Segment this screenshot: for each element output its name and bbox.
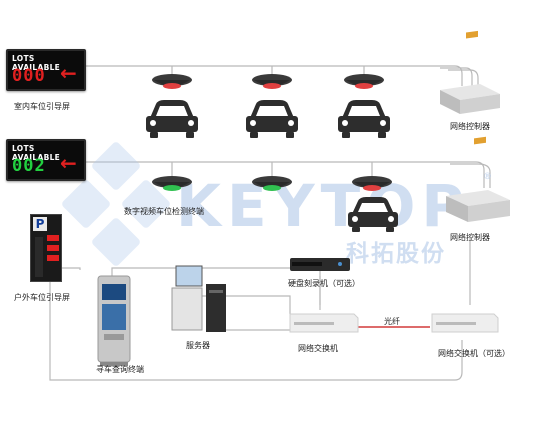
watermark-chinese: 科拓股份 xyxy=(346,241,446,267)
kiosk-label: 寻车查询终端 xyxy=(96,365,144,374)
dvr-icon xyxy=(290,258,350,271)
indoor-sign-count: 000 xyxy=(12,66,46,86)
server-icon xyxy=(171,265,226,332)
controller-bottom-icon xyxy=(446,136,510,222)
switch-optional-label: 网络交换机（可选） xyxy=(438,349,510,358)
controller-bottom-label: 网络控制器 xyxy=(450,233,490,242)
indoor-sign-header: LOTS AVAILABLE xyxy=(12,54,61,72)
lower-sign-count: 002 xyxy=(12,156,46,176)
server-label: 服务器 xyxy=(186,341,210,350)
lower-guidance-sign: LOTS AVAILABLE 002 ← xyxy=(6,139,86,181)
outdoor-guide-label: 户外车位引导屏 xyxy=(14,293,70,302)
switch-main-icon xyxy=(289,313,359,333)
sensor-1-icon xyxy=(152,74,192,89)
watermark-logo-icon xyxy=(62,142,170,266)
car-3-icon xyxy=(338,100,390,138)
fiber-label: 光纤 xyxy=(384,317,400,326)
lower-sign-header: LOTS AVAILABLE xyxy=(12,144,61,162)
kiosk-icon xyxy=(97,275,131,366)
switch-main-label: 网络交换机 xyxy=(298,344,338,353)
camera-detector-label: 数字视频车位检测终端 xyxy=(124,207,204,216)
indoor-sign-arrow-icon: ← xyxy=(60,61,77,85)
sensor-2-icon xyxy=(252,74,292,89)
controller-top-icon xyxy=(440,30,500,114)
sensor-4-icon xyxy=(152,176,192,191)
car-1-icon xyxy=(146,100,198,138)
sensor-5-icon xyxy=(252,176,292,191)
car-2-icon xyxy=(246,100,298,138)
car-4-icon xyxy=(348,197,398,232)
sensor-6-icon xyxy=(352,176,392,191)
outdoor-guidance-totem: P xyxy=(30,214,62,282)
middle-bus-line xyxy=(83,161,485,188)
lower-sign-arrow-icon: ← xyxy=(60,151,77,175)
watermark-registered-mark: ® xyxy=(483,172,492,182)
sensor-3-icon xyxy=(344,74,384,89)
totem-parking-icon: P xyxy=(33,217,47,231)
indoor-guide-label: 室内车位引导屏 xyxy=(14,102,70,111)
indoor-guidance-sign: LOTS AVAILABLE 000 ← xyxy=(6,49,86,91)
dvr-label: 硬盘刻录机（可选） xyxy=(288,279,360,288)
controller-top-label: 网络控制器 xyxy=(450,122,490,131)
switch-optional-icon xyxy=(431,313,499,333)
watermark-brand: KEYTOP xyxy=(176,172,470,240)
